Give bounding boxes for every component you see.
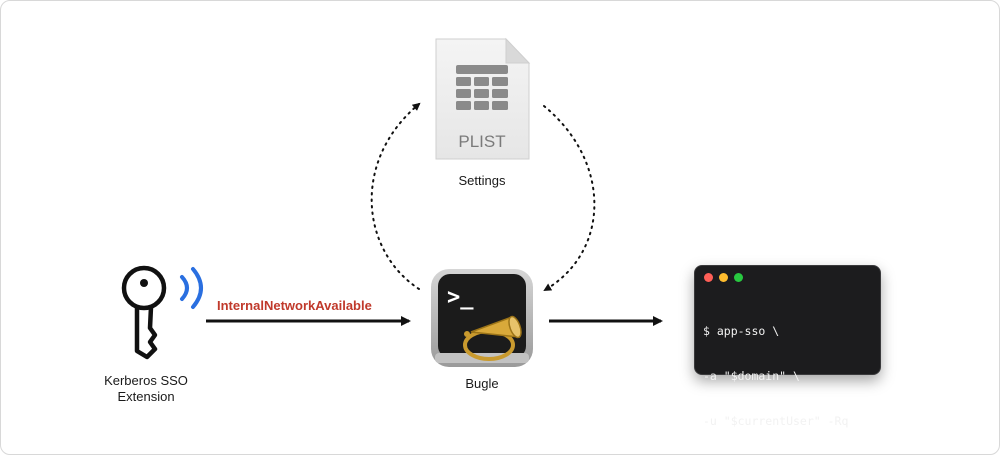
dotted-arrow-to-settings — [370, 102, 421, 290]
plist-icon-text: PLIST — [458, 132, 505, 151]
zoom-dot-icon — [734, 273, 743, 282]
bugle-label: Bugle — [465, 376, 499, 391]
terminal-window: $ app-sso \ -a "$domain" \ -u "$currentU… — [694, 265, 881, 428]
terminal-line: -a "$domain" \ — [703, 369, 800, 383]
terminal-prompt-text: >_ — [447, 285, 474, 310]
key-icon — [121, 265, 167, 360]
wifi-signal-icon — [180, 267, 203, 309]
close-dot-icon — [704, 273, 713, 282]
terminal-title-bar — [695, 266, 880, 288]
kerberos-label-line1: Kerberos SSO — [104, 373, 188, 388]
kerberos-label: Kerberos SSO Extension — [91, 373, 201, 405]
minimize-dot-icon — [719, 273, 728, 282]
bugle-horn-icon — [463, 315, 522, 361]
terminal-line: -u "$currentUser" -Rq — [703, 414, 849, 428]
terminal-app-icon: >_ — [431, 269, 533, 367]
dotted-arrow-to-bugle — [543, 105, 596, 292]
terminal-output: $ app-sso \ -a "$domain" \ -u "$currentU… — [703, 294, 849, 454]
terminal-line: $ app-sso \ — [703, 324, 780, 338]
kerberos-label-line2: Extension — [117, 389, 175, 404]
plist-document-icon: PLIST — [435, 37, 531, 160]
settings-label: Settings — [458, 173, 506, 188]
edge-label-internal-network: InternalNetworkAvailable — [217, 298, 372, 313]
